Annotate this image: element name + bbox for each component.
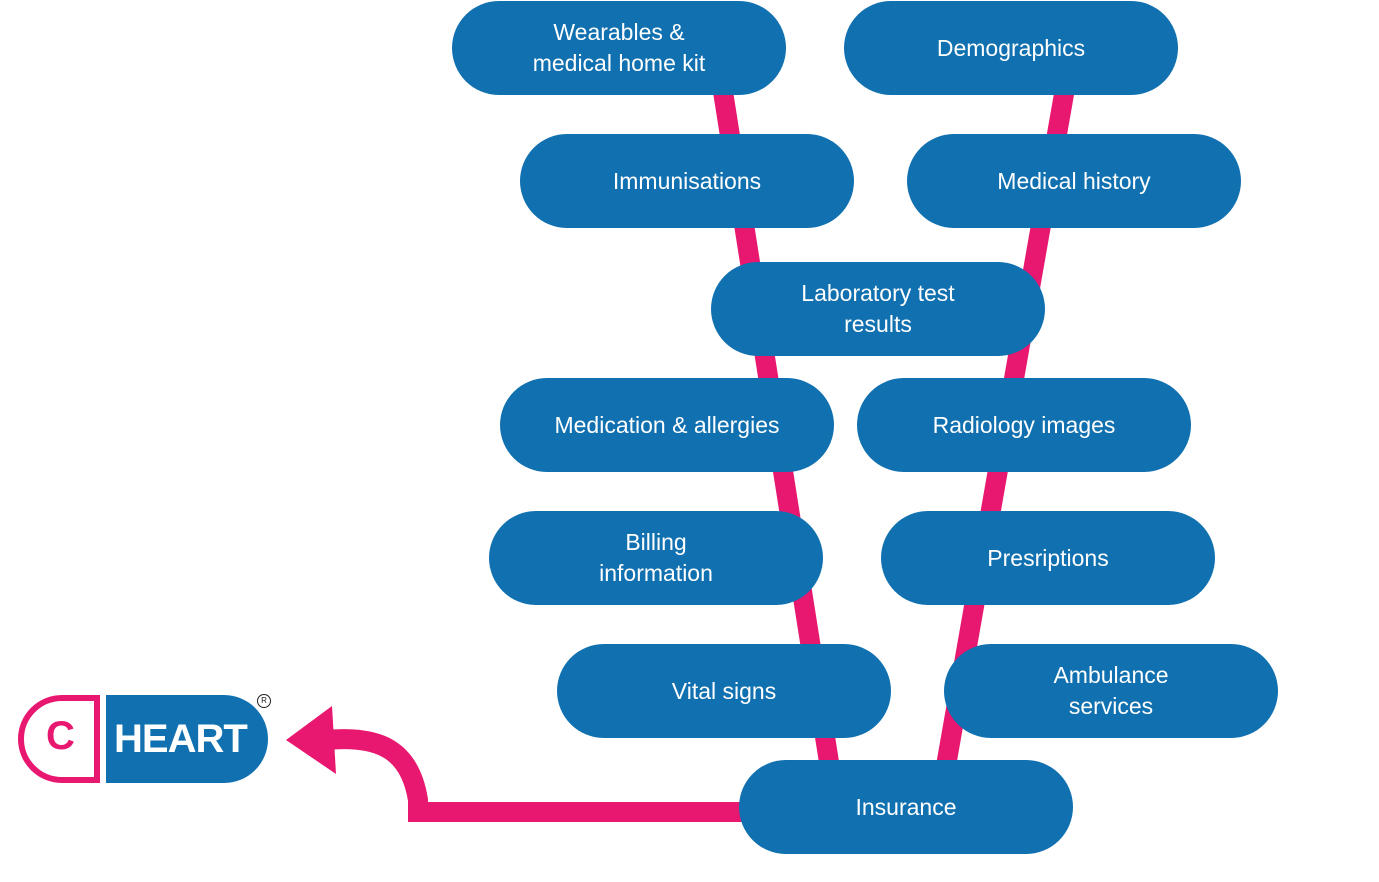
- node-vital-signs: Vital signs: [557, 644, 891, 738]
- node-wearables: Wearables & medical home kit: [452, 1, 786, 95]
- node-demographics: Demographics: [844, 1, 1178, 95]
- node-medical-history: Medical history: [907, 134, 1241, 228]
- registered-mark-icon: R: [257, 694, 271, 708]
- node-immunisations: Immunisations: [520, 134, 854, 228]
- cheart-logo: C HEART R: [18, 692, 274, 788]
- node-laboratory: Laboratory test results: [711, 262, 1045, 356]
- node-ambulance: Ambulance services: [944, 644, 1278, 738]
- node-insurance: Insurance: [739, 760, 1073, 854]
- logo-c-letter: C: [46, 714, 75, 758]
- curved-arrow-line: [325, 729, 760, 822]
- node-prescriptions: Presriptions: [881, 511, 1215, 605]
- logo-heart-block: HEART: [106, 695, 268, 783]
- logo-c-block: [18, 695, 100, 783]
- node-billing: Billing information: [489, 511, 823, 605]
- node-medication: Medication & allergies: [500, 378, 834, 472]
- node-radiology: Radiology images: [857, 378, 1191, 472]
- arrow-head: [286, 706, 336, 774]
